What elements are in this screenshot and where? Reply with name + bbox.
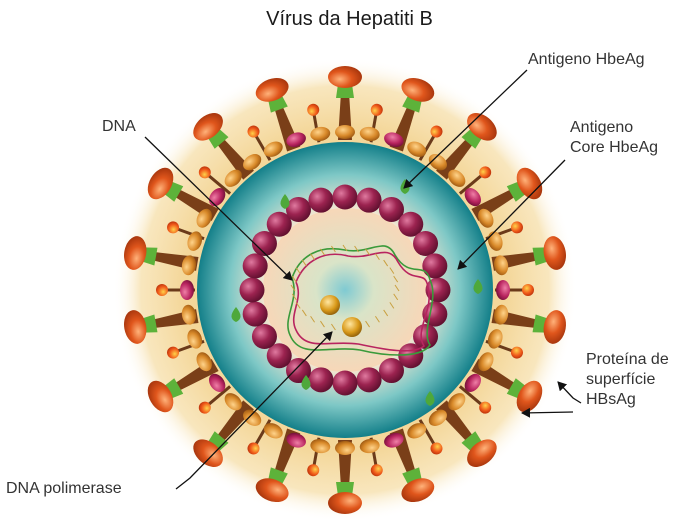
small-spike-knob xyxy=(522,284,534,296)
capsomere xyxy=(379,358,404,383)
capsomere xyxy=(243,253,268,278)
label-protein-hbsag: Proteína de superfície HBsAg xyxy=(586,350,669,410)
label-protein-line3: HBsAg xyxy=(586,390,669,410)
lipid-bead-magenta xyxy=(496,280,510,300)
capsomere xyxy=(240,278,265,303)
capsomere xyxy=(357,367,382,392)
capsomere xyxy=(357,188,382,213)
label-protein-line1: Proteína de xyxy=(586,350,669,370)
capsomere xyxy=(286,197,311,222)
label-antigen-core-line2: Core HbeAg xyxy=(570,138,658,158)
label-antigen-core-line1: Antigeno xyxy=(570,118,658,138)
spike-cap xyxy=(328,492,362,514)
arrow-hbsag-1 xyxy=(558,382,581,403)
virus-particle xyxy=(113,58,577,521)
label-dna-polymerase: DNA polimerase xyxy=(6,479,122,499)
capsomere xyxy=(243,302,268,327)
label-protein-line2: superfície xyxy=(586,370,669,390)
lipid-bead-orange xyxy=(335,125,355,139)
capsomere xyxy=(333,371,358,396)
capsomere xyxy=(333,185,358,210)
lipid-bead-orange xyxy=(335,441,355,455)
capsomere xyxy=(308,188,333,213)
label-antigen-hbeag: Antigeno HbeAg xyxy=(528,50,645,70)
capsomere xyxy=(252,324,277,349)
label-antigen-core: Antigeno Core HbeAg xyxy=(570,118,658,158)
capsomere xyxy=(413,231,438,256)
dna-polymerase-1 xyxy=(320,295,340,315)
spike-cap xyxy=(328,66,362,88)
capsomere xyxy=(308,367,333,392)
label-dna: DNA xyxy=(102,117,136,137)
dna-polymerase-2 xyxy=(342,317,362,337)
lipid-bead-magenta xyxy=(180,280,194,300)
capsomere xyxy=(422,253,447,278)
small-spike-knob xyxy=(156,284,168,296)
